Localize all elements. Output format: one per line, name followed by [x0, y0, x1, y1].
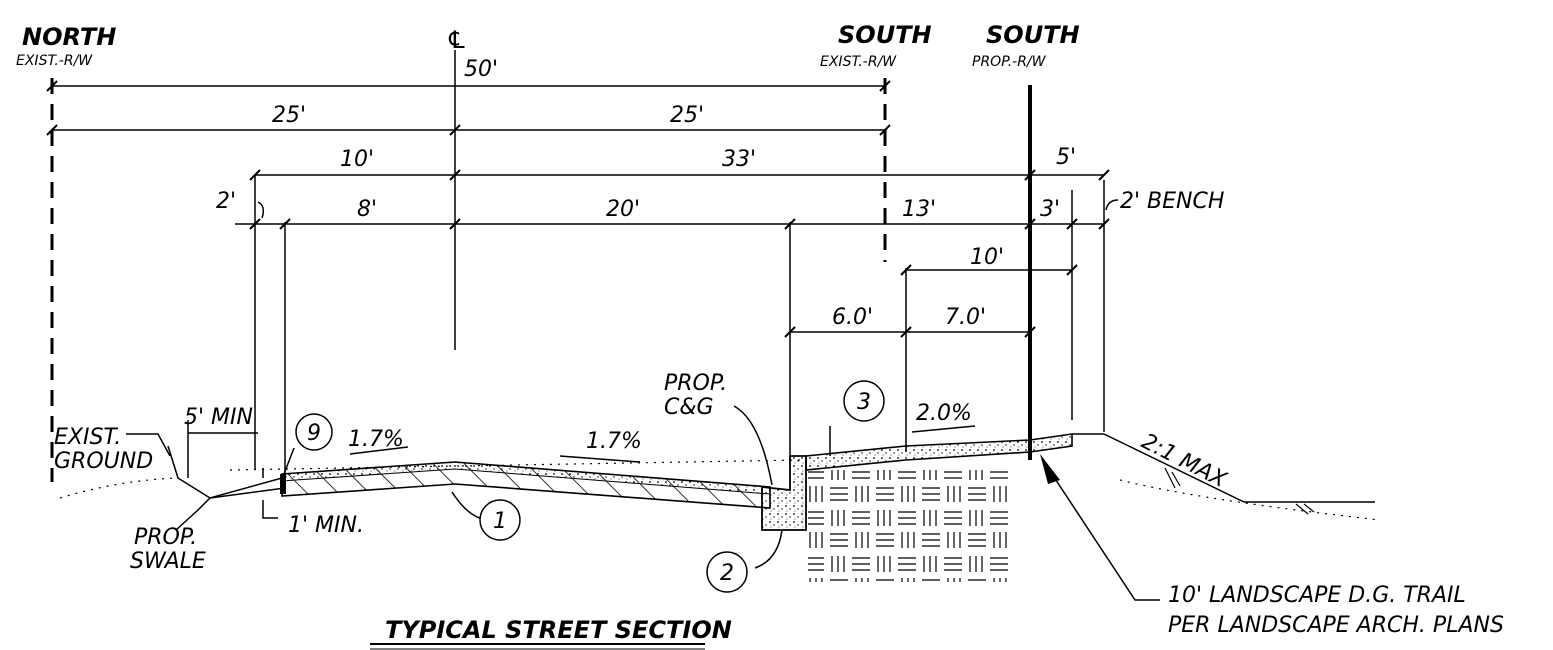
- slope-arrow-walk: [911, 425, 976, 433]
- dim-20: 20': [606, 197, 640, 222]
- north-row-label: EXIST.-R/W: [16, 53, 93, 69]
- trail-note-1: 10' LANDSCAPE D.G. TRAIL: [1168, 583, 1466, 608]
- dim-7: 7.0': [945, 305, 986, 330]
- south-prop-row-label: PROP.-R/W: [972, 54, 1047, 70]
- centerline-symbol: ℄: [446, 26, 468, 54]
- drawing-title: TYPICAL STREET SECTION: [385, 616, 732, 644]
- dim-50: 50': [464, 57, 498, 82]
- svg-text:1: 1: [493, 509, 507, 534]
- callout-1: 1: [479, 499, 521, 541]
- trail-arrowhead: [1040, 454, 1060, 484]
- south-prop-heading: SOUTH: [986, 21, 1080, 49]
- dim-3: 3': [1040, 197, 1060, 222]
- slope-ticks: [1164, 467, 1315, 515]
- slope-arrow-left: [349, 446, 409, 455]
- swale-bottom-line: [209, 487, 286, 499]
- min-1-label: 1' MIN.: [288, 513, 364, 538]
- slope-right: 1.7%: [586, 429, 642, 454]
- side-slope-label: 2:1 MAX: [1137, 429, 1231, 493]
- edge-of-pavement-block: [280, 474, 286, 494]
- dimension-ticks: [46, 80, 1110, 338]
- svg-text:9: 9: [307, 421, 321, 446]
- prop-cg-label-1: PROP.: [664, 371, 727, 396]
- prop-cg-label-2: C&G: [664, 395, 714, 420]
- proposed-swale: [167, 445, 283, 499]
- dim-25-right: 25': [670, 103, 704, 128]
- callout-2: 2: [706, 551, 748, 593]
- south-exist-heading: SOUTH: [838, 21, 932, 49]
- south-exist-row-label: EXIST.-R/W: [820, 54, 897, 70]
- dim-33: 33': [722, 147, 756, 172]
- dim-5: 5': [1056, 145, 1076, 170]
- callout-9: 9: [295, 413, 333, 451]
- sidewalk-section: [805, 433, 1073, 471]
- dim-8: 8': [357, 197, 377, 222]
- trail-note-2: PER LANDSCAPE ARCH. PLANS: [1168, 613, 1504, 638]
- slope-walk: 2.0%: [916, 401, 972, 426]
- dim-10: 10': [340, 147, 374, 172]
- north-heading: NORTH: [22, 23, 116, 51]
- callout-3: 3: [843, 380, 885, 422]
- dim-6: 6.0': [832, 305, 873, 330]
- dim-10-trail: 10': [970, 245, 1004, 270]
- svg-text:3: 3: [857, 390, 871, 415]
- slope-left: 1.7%: [348, 427, 404, 452]
- slope-arrow-right: [559, 455, 641, 463]
- subgrade-fill: [808, 470, 1008, 582]
- dim-25-left: 25': [272, 103, 306, 128]
- exist-ground-label-1: EXIST.: [54, 425, 121, 450]
- dimension-lines: [52, 85, 1104, 333]
- bench-label: 2' BENCH: [1120, 189, 1224, 214]
- dim-2: 2': [216, 189, 236, 214]
- exist-ground-label-2: GROUND: [54, 449, 153, 474]
- prop-swale-label-1: PROP.: [134, 525, 197, 550]
- prop-swale-label-2: SWALE: [130, 549, 206, 574]
- side-slope-line: [1103, 433, 1375, 503]
- svg-text:2: 2: [720, 561, 734, 586]
- dim-13: 13': [902, 197, 936, 222]
- min-5-label: 5' MIN: [184, 405, 253, 430]
